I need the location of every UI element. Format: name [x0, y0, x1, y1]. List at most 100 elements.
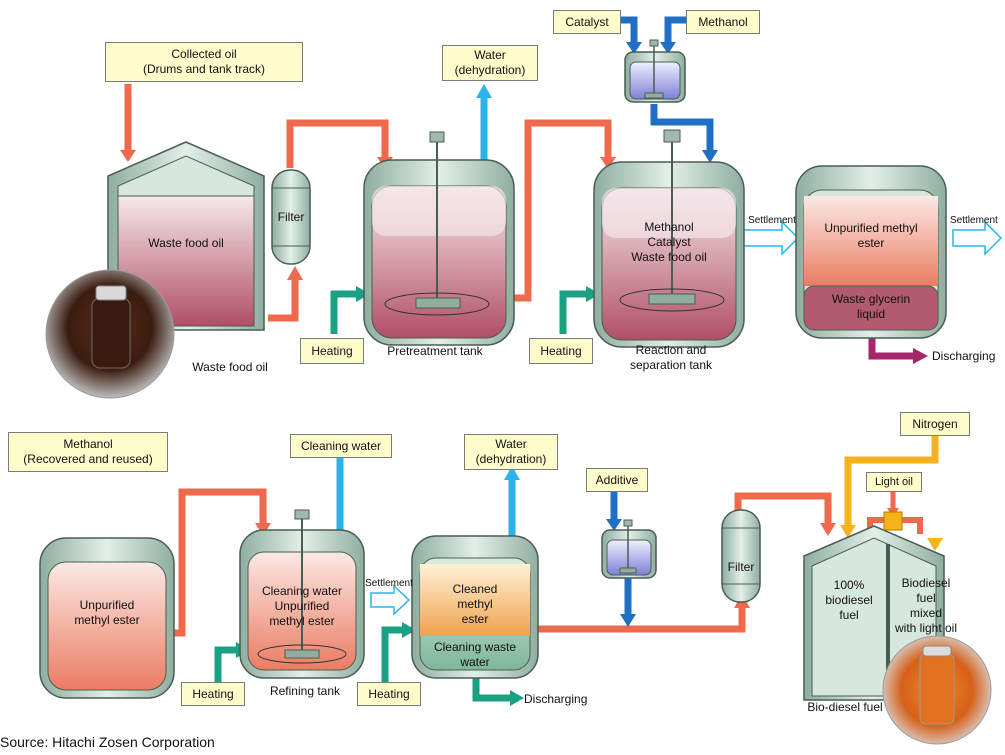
flow-filter-to-pretreat-arrow [286, 119, 389, 168]
mixed-line4: with light oil [894, 621, 958, 635]
refining-tank [239, 509, 365, 679]
flow-discharge-arrow-1 [868, 334, 915, 360]
cleaned-ester-tank [411, 535, 539, 679]
flow-heating-arrow-2 [559, 290, 588, 334]
reaction-contents-text: Methanol Catalyst Waste food oil [602, 220, 736, 265]
arrowhead [402, 622, 416, 638]
arrowhead [287, 266, 303, 280]
arrowhead [702, 150, 718, 163]
unpurified-tank-line2: methyl ester [74, 613, 140, 627]
glycerin-line1: Waste glycerin [831, 292, 911, 306]
unpurified-line1: Unpurified methyl [824, 221, 918, 235]
collected-oil-label: Collected oil (Drums and tank track) [105, 42, 303, 82]
cleaning-waste-water-text: Cleaning waste water [420, 640, 530, 670]
cleaned-line1: Cleaned [452, 582, 498, 596]
filter-vessel-bottom [721, 509, 761, 603]
refining-line1: Cleaning water [261, 584, 343, 598]
light-oil-label: Light oil [866, 472, 922, 492]
arrowhead [504, 466, 520, 480]
flow-cleaned-to-filter-arrow [538, 606, 746, 633]
arrowhead [120, 150, 136, 162]
settlement-arrow-3 [370, 584, 411, 616]
biodiesel-photo [882, 635, 992, 745]
nitrogen-label: Nitrogen [900, 412, 970, 436]
pretreatment-tank-caption: Pretreatment tank [387, 344, 483, 358]
flow-methanol-arrow [664, 16, 686, 44]
additive-label: Additive [586, 468, 648, 492]
methanol-recovered-label: Methanol (Recovered and reused) [8, 432, 168, 472]
bio-diesel-fuel-caption: Bio-diesel fuel [807, 700, 883, 714]
methanol-label: Methanol [686, 10, 760, 34]
heating-label-1: Heating [300, 338, 364, 364]
cleaned-line3: ester [461, 612, 489, 626]
mixed-line1: Biodiesel [901, 576, 951, 590]
arrowhead [606, 519, 622, 531]
settlement-arrow-2 [952, 220, 1003, 256]
methanol-recovered-line1: Methanol [63, 437, 113, 451]
water-line1: Water [474, 48, 506, 62]
arrowhead [600, 157, 616, 169]
heating-label-2: Heating [529, 338, 593, 364]
reaction-separation-tank [593, 129, 745, 348]
water-dehydration-label-top: Water (dehydration) [442, 45, 538, 81]
settlement-text-3: Settlement [365, 578, 413, 589]
discharging-text-2: Discharging [524, 692, 588, 706]
catalyst-mixer-tank [624, 39, 686, 103]
filter-vessel-top [271, 169, 311, 265]
waste-water-line1: Cleaning waste [433, 640, 517, 654]
arrowhead [840, 525, 856, 538]
arrowhead [626, 42, 642, 54]
mixed-line2: fuel [916, 591, 936, 605]
flow-heating-arrow-4 [381, 626, 404, 686]
settlement-text-1: Settlement [748, 215, 796, 226]
water-line2: (dehydration) [454, 63, 526, 77]
arrowhead [620, 614, 636, 627]
unpurified-tank-text: Unpurified methyl ester [48, 598, 166, 628]
biodiesel-100-text: 100% biodiesel fuel [812, 578, 886, 623]
refining-contents-text: Cleaning water Unpurified methyl ester [248, 584, 356, 629]
unpurified-line2: ester [857, 236, 885, 250]
unpurified-ester-tank [795, 165, 947, 339]
discharging-text-1: Discharging [932, 349, 996, 363]
waste-food-oil-caption: Waste food oil [192, 360, 268, 374]
flow-pretreat-to-reaction-arrow [512, 119, 612, 302]
water2-line1: Water [495, 437, 527, 451]
filter-text-bottom: Filter [727, 560, 755, 574]
heating-label-4: Heating [357, 682, 421, 706]
methanol-recovered-line2: (Recovered and reused) [23, 452, 153, 466]
pretreatment-tank [363, 131, 515, 346]
reaction-line1: Methanol [644, 220, 694, 234]
unpurified-tank-line1: Unpurified [79, 598, 135, 612]
reaction-caption-line2: separation tank [629, 358, 713, 372]
waste-glycerin-text: Waste glycerin liquid [804, 292, 938, 322]
settlement-text-2: Settlement [950, 215, 998, 226]
additive-mixer-tank [601, 519, 657, 579]
biodiesel100-line3: fuel [839, 608, 859, 622]
arrowhead [510, 690, 524, 706]
collected-oil-line2: (Drums and tank track) [142, 62, 266, 76]
unpurified-ester-text: Unpurified methyl ester [804, 221, 938, 251]
waste-oil-photo [45, 269, 175, 399]
water-dehydration-label-bottom: Water (dehydration) [464, 434, 558, 470]
reaction-line3: Waste food oil [631, 250, 707, 264]
water2-line2: (dehydration) [475, 452, 547, 466]
reaction-tank-caption: Reaction and separation tank [616, 343, 726, 373]
catalyst-label: Catalyst [553, 10, 621, 34]
biodiesel100-line2: biodiesel [825, 593, 873, 607]
reaction-caption-line1: Reaction and [635, 343, 707, 357]
biodiesel-mixed-text: Biodiesel fuel mixed with light oil [886, 576, 966, 636]
reaction-line2: Catalyst [647, 235, 691, 249]
biodiesel100-line1: 100% [833, 578, 865, 592]
flow-discharge-arrow-2 [472, 678, 512, 702]
unpurified-ester-storage-tank [39, 537, 175, 699]
waste-food-oil-tank-text: Waste food oil [148, 236, 224, 250]
arrowhead [927, 538, 943, 551]
heating-label-3: Heating [181, 682, 245, 706]
arrowhead [660, 42, 676, 54]
mixed-line3: mixed [909, 606, 942, 620]
settlement-arrow-1 [741, 220, 800, 256]
flow-heating-arrow-3 [214, 646, 238, 686]
refining-tank-caption: Refining tank [269, 684, 341, 698]
